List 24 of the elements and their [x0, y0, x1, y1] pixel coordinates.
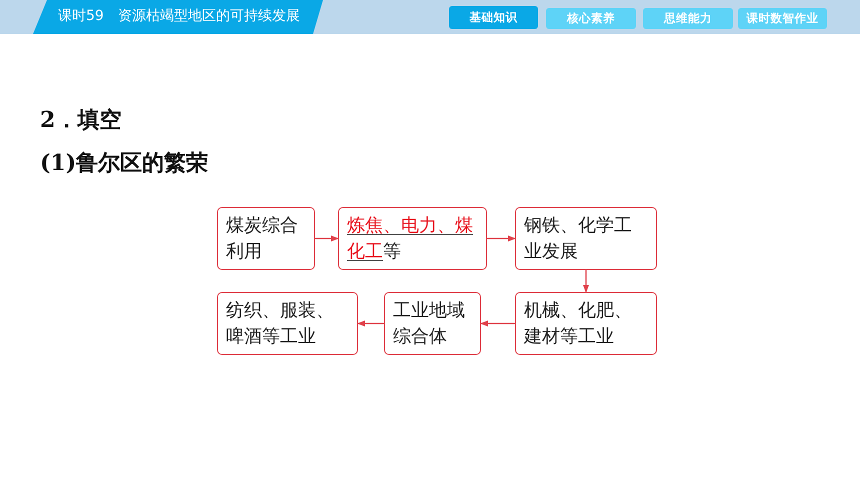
tab-button: 核心素养: [546, 8, 636, 29]
arrow: [315, 236, 339, 242]
lesson-title: 课时59 资源枯竭型地区的可持续发展: [58, 7, 300, 25]
box-text: 纺织、服装、啤酒等工业: [226, 298, 335, 348]
process-box: [515, 292, 657, 355]
tab-button: 基础知识: [449, 6, 538, 29]
box-text: 机械、化肥、建材等工业: [524, 298, 633, 348]
box-text: 煤炭综合利用: [226, 214, 299, 264]
subsection-heading: (1)鲁尔区的繁荣: [40, 149, 208, 178]
process-box: [217, 207, 315, 270]
tab-button: 思维能力: [643, 8, 733, 29]
box-text: 钢铁、化学工业发展: [524, 214, 633, 264]
process-box: [515, 207, 657, 270]
arrow: [357, 320, 384, 326]
process-box: [384, 292, 481, 355]
process-box: [217, 292, 358, 355]
arrow: [583, 270, 589, 293]
arrow: [480, 320, 515, 326]
section-heading: 2．填空: [40, 106, 122, 135]
tab-button: 课时数智作业: [738, 8, 827, 29]
process-box: [338, 207, 487, 270]
box-text: 炼焦、电力、煤化工等: [347, 214, 474, 264]
arrow: [487, 236, 516, 242]
box-text: 工业地域综合体: [393, 298, 466, 348]
